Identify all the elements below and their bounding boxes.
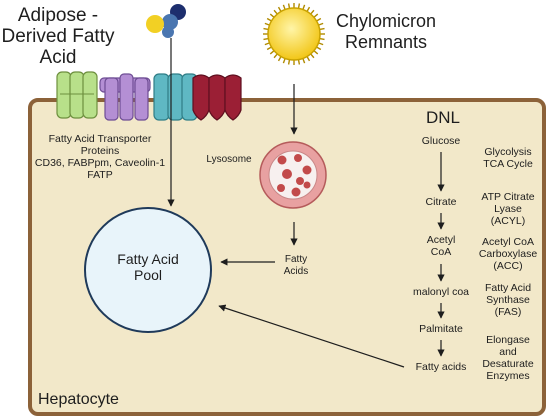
dnl-enzyme-line: Carboxylase (479, 248, 538, 260)
dnl-enzyme-line: Elongase (486, 334, 530, 346)
hepatocyte-label: Hepatocyte (38, 391, 119, 408)
dnl-enzyme-line: Acetyl CoA (482, 236, 534, 248)
transporter-red-icon (192, 74, 242, 121)
dnl-metabolite-line: Acetyl (427, 234, 456, 246)
dnl-metabolite: Fatty acids (416, 361, 467, 373)
fatty-acid-pool-label-line: Fatty Acid (117, 251, 178, 267)
chylomicron-label-line: Remnants (345, 32, 427, 52)
dnl-enzyme-line: Lyase (494, 203, 522, 215)
transporter-proteins (56, 71, 242, 121)
dnl-title: DNL (426, 108, 460, 127)
dnl-enzyme-line: (ACYL) (491, 215, 525, 227)
dnl-enzyme-line: (FAS) (495, 306, 522, 318)
fatty-acid-molecule-icon (146, 4, 186, 38)
dnl-metabolite-line: Fatty acids (416, 361, 467, 373)
dnl-enzyme-line: Synthase (486, 294, 530, 306)
dnl-metabolite: Glucose (422, 135, 461, 147)
arrow-dnl-to-pool (218, 304, 405, 368)
adipose-fatty-acid-label-line: Derived Fatty (2, 26, 115, 47)
dnl-title-line: DNL (426, 108, 460, 127)
transporter-label-line: Fatty Acid Transporter (49, 133, 152, 145)
lysosome-label-line: Lysosome (206, 154, 252, 165)
dnl-metabolite-line: Glucose (422, 135, 461, 147)
chylomicron-icon (263, 3, 325, 65)
dnl-metabolite-line: CoA (431, 246, 451, 258)
dnl-enzyme-line: TCA Cycle (483, 158, 533, 170)
dnl-metabolite: Citrate (426, 196, 457, 208)
dnl-enzyme-line: ATP Citrate (481, 191, 534, 203)
transporter-purple-icon (99, 73, 151, 121)
hepatocyte-cell (28, 98, 546, 416)
fatty-acids-label-line: Fatty (285, 254, 307, 265)
dnl-enzyme-line: Glycolysis (484, 146, 531, 158)
lysosome-label: Lysosome (206, 154, 252, 165)
dnl-enzyme-line: Desaturate (482, 358, 534, 370)
fatty-acid-pool (84, 207, 212, 333)
dnl-enzyme-line: (ACC) (493, 260, 522, 272)
dnl-enzyme-line: and (499, 346, 517, 358)
lysosome-icon (259, 141, 327, 209)
hepatocyte-label-line: Hepatocyte (38, 391, 119, 408)
transporter-teal-icon (153, 73, 198, 121)
dnl-metabolite-line: Citrate (426, 196, 457, 208)
chylomicron-label-line: Chylomicron (336, 11, 436, 31)
adipose-fatty-acid-label-line: Adipose - (18, 5, 98, 26)
dnl-metabolite: Palmitate (419, 323, 463, 335)
pathway-arrows (167, 38, 445, 368)
fatty-acids-label-line: Acids (284, 266, 308, 277)
transporter-label-line: CD36, FABPpm, Caveolin-1 (35, 157, 165, 169)
dnl-enzyme-line: Enzymes (486, 370, 529, 382)
dnl-enzyme-line: Fatty Acid (485, 282, 531, 294)
dnl-metabolite-line: Palmitate (419, 323, 463, 335)
fatty-acid-pool-label-line: Pool (134, 267, 162, 283)
dnl-metabolite-line: malonyl coa (413, 286, 469, 298)
transporter-label-line: FATP (87, 169, 112, 181)
transporter-green-icon (56, 71, 98, 119)
dnl-metabolite: malonyl coa (413, 286, 469, 298)
adipose-fatty-acid-label-line: Acid (40, 47, 77, 68)
transporter-label-line: Proteins (81, 145, 120, 157)
